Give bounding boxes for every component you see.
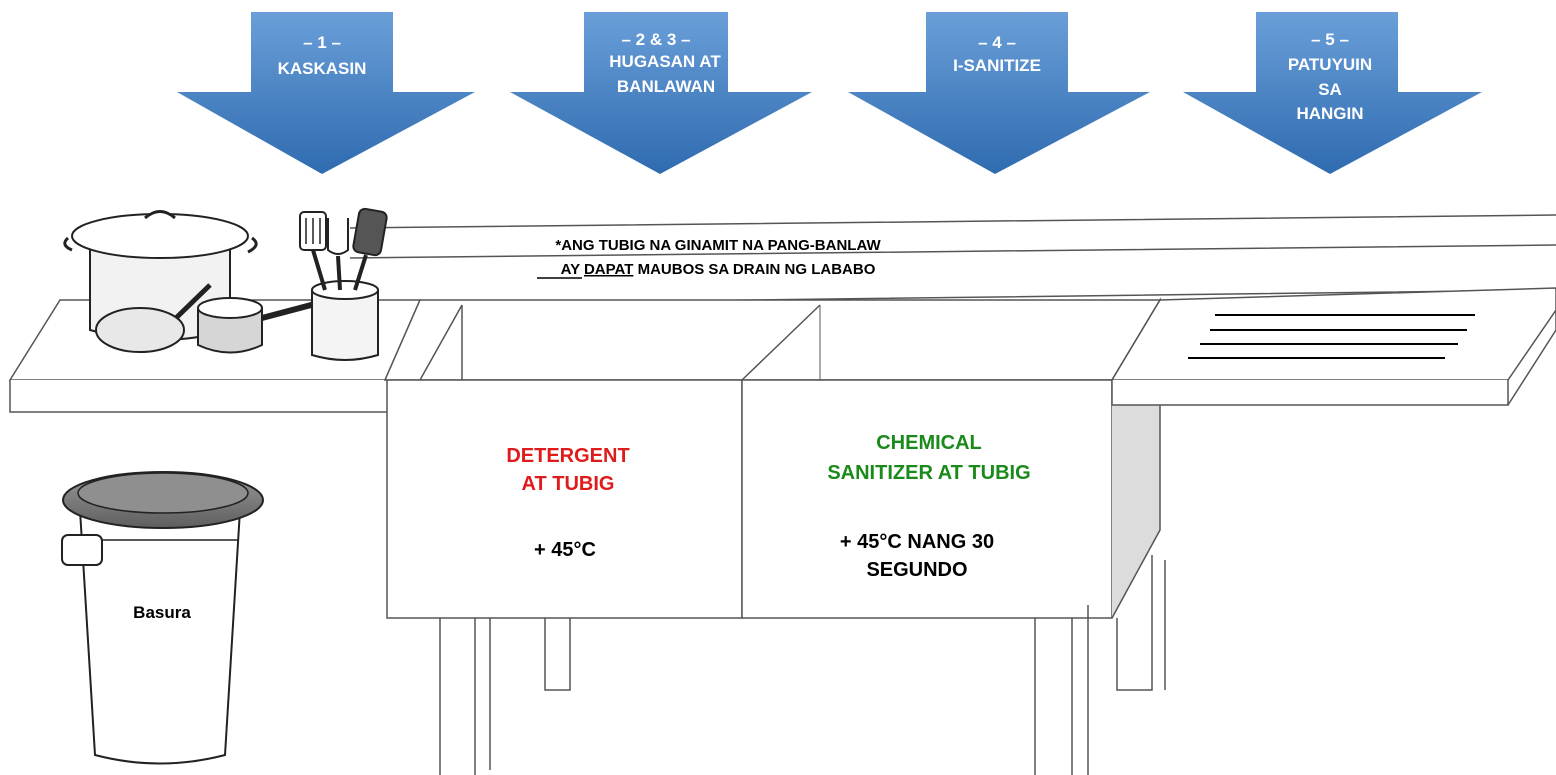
step-label-line3: HANGIN <box>1296 104 1363 123</box>
step-arrows: – 1 – KASKASIN – 2 & 3 – HUGASAN AT BANL… <box>177 12 1482 174</box>
note-emphasis: DAPAT <box>584 261 633 278</box>
pots-and-pans-icon <box>63 210 331 354</box>
step-arrow-3: – 4 – I-SANITIZE <box>848 12 1150 174</box>
pot-lid <box>71 213 249 259</box>
right-drainboard-edge <box>1111 380 1509 406</box>
pot-handles <box>63 236 258 254</box>
sink-top <box>383 299 1162 381</box>
frying-pan <box>95 307 185 353</box>
sink-2-label-line1: CHEMICAL <box>876 432 982 454</box>
step-label-line2: BANLAWAN <box>617 77 715 96</box>
leg-front-right <box>1034 605 1089 775</box>
frying-pan-handle <box>174 283 212 320</box>
sink-1-labels: DETERGENT AT TUBIG + 45°C <box>506 445 629 561</box>
sink-1-label-line2: AT TUBIG <box>522 473 615 495</box>
step-number: – 5 – <box>1311 30 1349 49</box>
right-drainboard-side <box>1507 310 1556 406</box>
step-label: I-SANITIZE <box>953 56 1041 75</box>
step-arrow-4: – 5 – PATUYUIN SA HANGIN <box>1183 12 1482 174</box>
utensil-holder <box>311 290 379 361</box>
saucepan-rim <box>197 297 263 319</box>
step-label: KASKASIN <box>278 59 367 78</box>
trash-can-icon <box>61 471 264 765</box>
sink-2-label-line2: SANITIZER AT TUBIG <box>827 462 1030 484</box>
spatula-solid <box>352 207 388 257</box>
fork-utensil <box>327 218 349 255</box>
sink-2-temp-line2: SEGUNDO <box>866 559 967 581</box>
step-label-line2: SA <box>1318 80 1342 99</box>
arrow-shape <box>848 12 1150 174</box>
saucepan <box>197 309 263 354</box>
trash-label: Basura <box>133 603 191 622</box>
sink-basin-2-front <box>741 379 1113 619</box>
arrow-shape <box>1183 12 1482 174</box>
sink-basin-1-front <box>386 379 743 619</box>
leg-back-right <box>1116 555 1153 691</box>
sink-unit <box>8 214 1556 775</box>
sink-1-label-line1: DETERGENT <box>506 445 629 467</box>
step-arrow-2: – 2 & 3 – HUGASAN AT BANLAWAN <box>510 12 812 174</box>
step-label-line1: PATUYUIN <box>1288 55 1372 74</box>
left-counter-edge <box>9 380 389 413</box>
kitchen-utensils-icon <box>299 207 388 361</box>
note-line-1: *ANG TUBIG NA GINAMIT NA PANG-BANLAW <box>555 237 881 254</box>
step-number: – 2 & 3 – <box>622 30 691 49</box>
sink-2-temp-line1: + 45°C NANG 30 <box>840 531 994 553</box>
step-label-line1: HUGASAN AT <box>609 52 721 71</box>
utensil-holder-rim <box>311 280 379 300</box>
sink-dividers <box>419 304 821 381</box>
backsplash <box>349 214 1556 306</box>
pot-lid-knob <box>144 210 176 220</box>
leg-front-left <box>439 618 491 775</box>
drying-rack-lines-icon <box>1188 314 1475 359</box>
rinse-note: *ANG TUBIG NA GINAMIT NA PANG-BANLAW AY … <box>537 237 881 279</box>
leg-back-left <box>544 618 571 691</box>
step-number: – 4 – <box>978 33 1016 52</box>
step-number: – 1 – <box>303 33 341 52</box>
arrow-shape <box>510 12 812 174</box>
trash-can-body <box>78 509 242 765</box>
sink-2-labels: CHEMICAL SANITIZER AT TUBIG + 45°C NANG … <box>827 432 1030 581</box>
arrow-shape <box>177 12 475 174</box>
step-arrow-1: – 1 – KASKASIN <box>177 12 475 174</box>
trash-can-handle <box>61 534 103 566</box>
note-line-2: AY DAPAT MAUBOS SA DRAIN NG LABABO <box>561 261 876 278</box>
right-drainboard <box>1110 287 1556 381</box>
sink-1-temp: + 45°C <box>534 539 596 561</box>
